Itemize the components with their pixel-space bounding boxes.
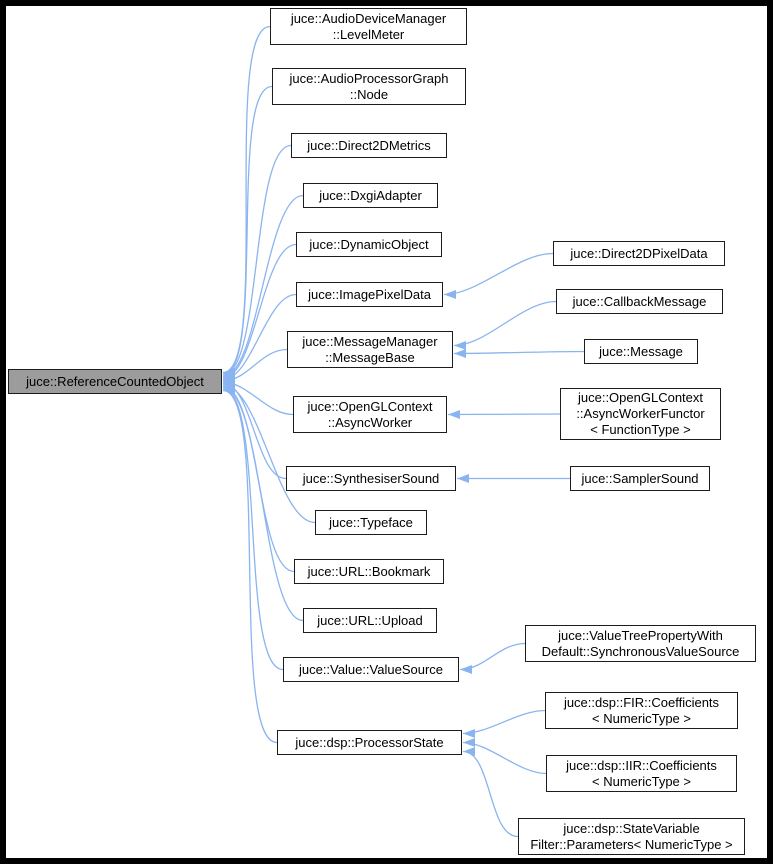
node-label-line: < FunctionType > [590, 422, 691, 437]
inheritance-edge-direct2d-metrics-to-root [222, 144, 292, 380]
node-sampler-sound[interactable]: juce::SamplerSound [570, 466, 710, 491]
node-root[interactable]: juce::ReferenceCountedObject [8, 369, 222, 394]
node-label-line: ::AsyncWorker [327, 414, 413, 430]
inheritance-edge-image-pixel-data-to-root [222, 293, 297, 384]
node-direct2d-metrics[interactable]: juce::Direct2DMetrics [291, 133, 447, 158]
node-label-line: juce::Direct2DPixelData [570, 245, 708, 261]
inheritance-edge-typeface-to-root [222, 380, 316, 524]
node-level-meter[interactable]: juce::AudioDeviceManager::LevelMeter [270, 8, 467, 45]
node-label-line: juce::AudioProcessorGraph [289, 70, 449, 86]
inheritance-edge-direct2d-pixel-data-to-image-pixel-data [443, 252, 554, 299]
node-label-line: juce::URL::Bookmark [307, 563, 431, 579]
node-label-line: juce::Direct2DMetrics [307, 137, 431, 153]
node-label-line: juce::Typeface [329, 514, 413, 530]
inheritance-edge-value-source-to-root [222, 384, 284, 671]
node-typeface[interactable]: juce::Typeface [315, 510, 427, 535]
inheritance-edge-apg-node-to-root [222, 85, 273, 379]
inheritance-edge-processor-state-to-root [222, 386, 278, 744]
node-value-source[interactable]: juce::Value::ValueSource [283, 657, 459, 682]
node-label-line: juce::OpenGLContext [577, 390, 704, 405]
inheritance-edge-dynamic-object-to-root [222, 243, 297, 383]
node-fir-coefficients[interactable]: juce::dsp::FIR::Coefficients< NumericTyp… [545, 692, 738, 729]
node-label-line: juce::OpenGLContext [307, 398, 433, 414]
node-label-line: juce::dsp::FIR::Coefficients [563, 694, 720, 710]
inheritance-edge-fir-coefficients-to-processor-state [462, 709, 546, 738]
inheritance-edge-message-to-message-base [453, 348, 585, 358]
node-label-line: juce::ReferenceCountedObject [26, 373, 204, 389]
node-label-line: juce::URL::Upload [317, 612, 423, 628]
inheritance-edge-url-upload-to-root [222, 383, 304, 622]
node-url-bookmark[interactable]: juce::URL::Bookmark [294, 559, 444, 584]
node-label-line: juce::Value::ValueSource [298, 661, 444, 677]
inheritance-edge-svf-parameters-to-processor-state [462, 747, 519, 838]
node-image-pixel-data[interactable]: juce::ImagePixelData [296, 282, 443, 307]
node-label-line: juce::DxgiAdapter [319, 187, 422, 203]
node-label-line: Default::SynchronousValueSource [541, 643, 740, 659]
inheritance-edge-callback-message-to-message-base [453, 300, 557, 350]
node-dxgi-adapter[interactable]: juce::DxgiAdapter [303, 183, 438, 208]
node-processor-state[interactable]: juce::dsp::ProcessorState [277, 730, 462, 755]
node-label-line: juce::MessageManager [302, 333, 438, 349]
node-label-line: juce::ValueTreePropertyWith [558, 627, 723, 643]
node-label-line: juce::SamplerSound [581, 470, 699, 486]
node-label-line: juce::DynamicObject [309, 236, 429, 252]
node-label-line: ::LevelMeter [332, 26, 405, 42]
node-url-upload[interactable]: juce::URL::Upload [303, 608, 437, 633]
node-label-line: < NumericType > [592, 710, 691, 726]
node-label-line: juce::ImagePixelData [308, 286, 431, 302]
node-async-worker[interactable]: juce::OpenGLContext::AsyncWorker [293, 396, 447, 433]
node-message[interactable]: juce::Message [584, 339, 698, 364]
inheritance-edge-dxgi-adapter-to-root [222, 194, 304, 382]
node-label-line: juce::CallbackMessage [572, 293, 707, 309]
inheritance-edge-sync-value-source-to-value-source [459, 642, 526, 674]
node-label-line: juce::dsp::ProcessorState [295, 734, 444, 750]
node-label-line: ::Node [349, 86, 389, 102]
node-label-line: ::MessageBase [325, 349, 415, 365]
node-label-line: < NumericType > [592, 773, 691, 789]
node-label-line: juce::dsp::IIR::Coefficients [566, 757, 717, 773]
node-message-base[interactable]: juce::MessageManager::MessageBase [287, 331, 453, 368]
node-dynamic-object[interactable]: juce::DynamicObject [296, 232, 442, 257]
inheritance-edge-async-worker-functor-to-async-worker [447, 409, 561, 419]
node-label-line: ::AsyncWorkerFunctor [576, 406, 705, 421]
node-label-line: juce::Message [599, 343, 683, 359]
node-label-line: juce::SynthesiserSound [302, 470, 440, 486]
node-callback-message[interactable]: juce::CallbackMessage [556, 289, 723, 314]
node-synthesiser-sound[interactable]: juce::SynthesiserSound [286, 466, 456, 491]
node-direct2d-pixel-data[interactable]: juce::Direct2DPixelData [553, 241, 725, 266]
node-iir-coefficients[interactable]: juce::dsp::IIR::Coefficients< NumericTyp… [546, 755, 737, 792]
inheritance-edge-iir-coefficients-to-processor-state [462, 738, 547, 775]
node-async-worker-functor[interactable]: juce::OpenGLContext::AsyncWorkerFunctor<… [560, 388, 721, 440]
node-label-line: juce::AudioDeviceManager [290, 10, 447, 26]
node-label-line: Filter::Parameters< NumericType > [530, 836, 733, 852]
node-label-line: juce::dsp::StateVariable [563, 820, 700, 836]
node-apg-node[interactable]: juce::AudioProcessorGraph::Node [272, 68, 466, 105]
